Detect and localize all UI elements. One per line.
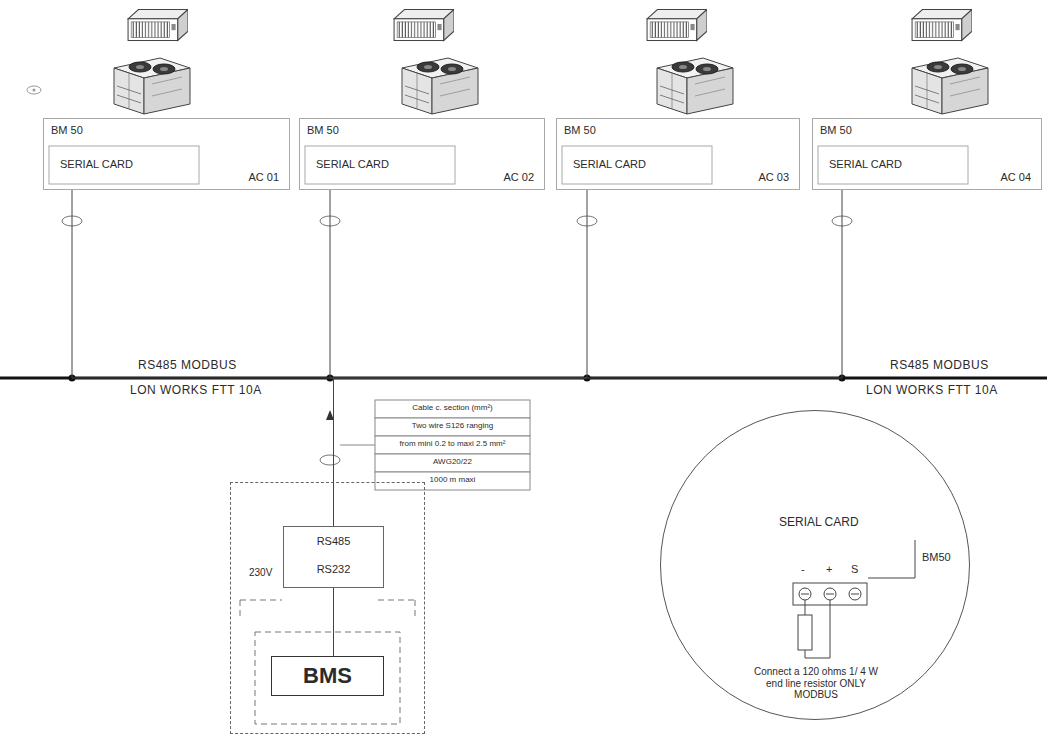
box-text: Connect a 120 ohms 1/ 4 W end line resis… bbox=[751, 666, 881, 701]
cable-marks bbox=[62, 216, 852, 465]
box-title: RS485 bbox=[284, 535, 383, 548]
bus-label: RS485 MODBUS bbox=[890, 359, 989, 373]
serial-card-frame bbox=[562, 146, 712, 184]
cable-connector bbox=[330, 190, 334, 526]
arrow-mark bbox=[326, 410, 334, 420]
serial-card-frame bbox=[818, 146, 968, 184]
detail-circle: SERIAL CARD Connect a 120 ohms 1/ 4 W end… bbox=[660, 410, 970, 720]
box-text: AC 01 bbox=[248, 171, 279, 184]
indoor-unit bbox=[647, 10, 707, 41]
terminal-label: - bbox=[801, 563, 805, 576]
cable-connector bbox=[72, 190, 334, 526]
table-cell: 1000 m maxi bbox=[375, 475, 530, 484]
box-text: AC 03 bbox=[758, 171, 789, 184]
cable-table bbox=[375, 400, 530, 490]
box-title: BM 50 bbox=[820, 124, 852, 137]
bus-label: RS485 MODBUS bbox=[138, 359, 237, 373]
unit-box: BM 50 SERIAL CARD AC 02 bbox=[299, 118, 545, 190]
rooftop-unit bbox=[114, 58, 190, 114]
serial-card-frame bbox=[305, 146, 455, 184]
serial-card-frame bbox=[49, 146, 199, 184]
box-title: BM 50 bbox=[307, 124, 339, 137]
rooftop-unit bbox=[912, 58, 988, 114]
unit-box: BM 50 SERIAL CARD AC 04 bbox=[812, 118, 1042, 190]
table-leader bbox=[340, 445, 375, 446]
unit-box: BM 50 SERIAL CARD AC 01 bbox=[43, 118, 290, 190]
resistor-symbol bbox=[798, 615, 812, 650]
box-text: SERIAL CARD bbox=[829, 158, 902, 171]
rooftop-unit bbox=[657, 58, 733, 114]
indoor-unit bbox=[128, 10, 188, 41]
converter-box: RS485RS232 bbox=[283, 526, 384, 588]
box-title: SERIAL CARD bbox=[779, 516, 859, 530]
card-label: BM50 bbox=[922, 551, 951, 564]
cable-connector bbox=[334, 190, 843, 526]
table-cell: from mini 0.2 to maxi 2.5 mm² bbox=[375, 439, 530, 448]
box-title: BMS bbox=[272, 663, 383, 688]
cabinet-inner-dashes bbox=[240, 600, 415, 724]
box-title: 230V bbox=[249, 567, 272, 579]
cable-connector bbox=[334, 190, 588, 526]
rooftop-unit bbox=[402, 58, 478, 114]
serial-card-frames bbox=[49, 146, 968, 184]
box-text: AC 02 bbox=[503, 171, 534, 184]
bms-cabinet: 230V RS485RS232BMS bbox=[230, 482, 425, 734]
indoor-unit bbox=[912, 10, 972, 41]
table-cell: Two wire S126 ranging bbox=[375, 421, 530, 430]
rooftop-unit-illustrations bbox=[114, 58, 988, 114]
box-text: SERIAL CARD bbox=[60, 158, 133, 171]
bms-box: BMS bbox=[271, 656, 384, 696]
wall-unit-illustrations bbox=[128, 10, 972, 41]
box-text: SERIAL CARD bbox=[316, 158, 389, 171]
box-text: AC 04 bbox=[1000, 171, 1031, 184]
terminal-detail bbox=[793, 540, 915, 658]
box-title: BM 50 bbox=[51, 124, 83, 137]
terminal-label: + bbox=[826, 563, 832, 576]
box-text: RS232 bbox=[284, 563, 383, 576]
bus-label: LON WORKS FTT 10A bbox=[866, 384, 998, 398]
table-cell: AWG20/22 bbox=[375, 457, 530, 466]
unit-box: BM 50 SERIAL CARD AC 03 bbox=[556, 118, 800, 190]
terminal-label: S bbox=[851, 563, 858, 576]
indoor-unit bbox=[394, 10, 454, 41]
box-text: SERIAL CARD bbox=[573, 158, 646, 171]
table-cell: Cable c. section (mm²) bbox=[375, 403, 530, 412]
terminal-slots bbox=[801, 594, 859, 595]
bus-label: LON WORKS FTT 10A bbox=[130, 384, 262, 398]
cable-connector bbox=[333, 588, 334, 656]
box-title: BM 50 bbox=[564, 124, 596, 137]
terminal-screws bbox=[799, 588, 861, 600]
small-symbol bbox=[27, 86, 41, 94]
